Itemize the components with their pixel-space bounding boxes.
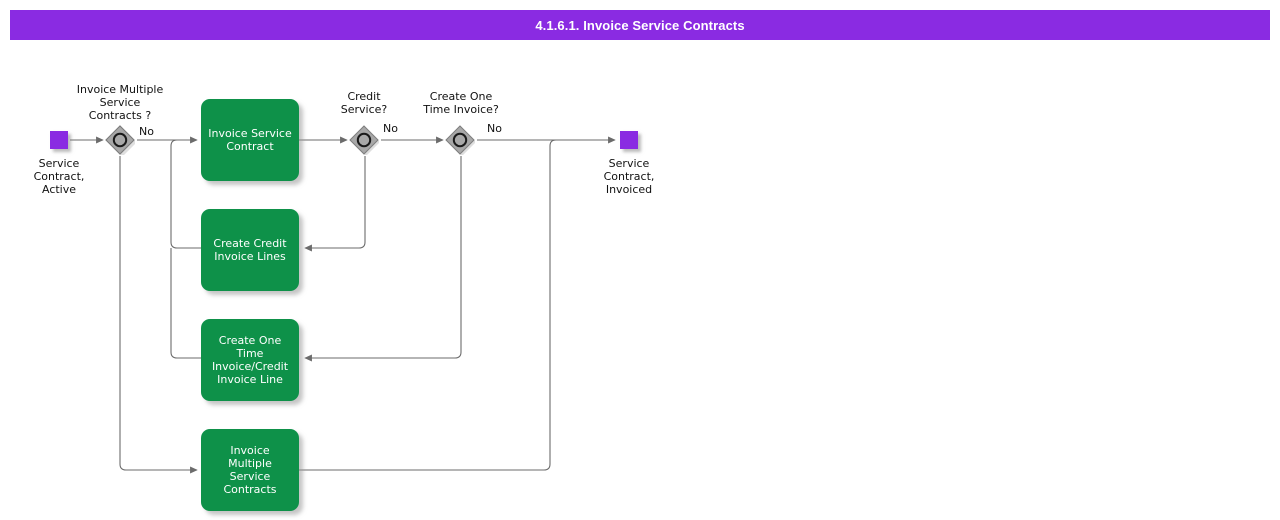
end-event-icon xyxy=(620,131,638,149)
edge-task4-to-end-rail xyxy=(299,139,557,471)
task-invoice-service-contract[interactable]: Invoice Service Contract xyxy=(201,99,299,181)
gateway-credit-service-label: Credit Service? xyxy=(340,90,388,116)
event-gateway-icon xyxy=(105,125,137,157)
gateway-credit-service[interactable] xyxy=(349,125,380,156)
edge-label-gw2-no: No xyxy=(383,122,398,135)
edge-gw1-to-task4 xyxy=(119,156,198,474)
edge-gw2-to-task2 xyxy=(304,156,366,252)
page-title: 4.1.6.1. Invoice Service Contracts xyxy=(535,17,745,33)
gateway-create-one-time-invoice[interactable] xyxy=(445,125,476,156)
start-event-label: Service Contract, Active xyxy=(33,157,85,196)
gateway-invoice-multiple-service-contracts-label: Invoice Multiple Service Contracts ? xyxy=(76,83,164,122)
event-gateway-icon xyxy=(445,125,476,156)
gateway-create-one-time-invoice-label: Create One Time Invoice? xyxy=(423,90,499,116)
task-create-one-time-invoice-credit-invoice-line-label: Create One Time Invoice/Credit Invoice L… xyxy=(211,334,289,386)
page-title-bar: 4.1.6.1. Invoice Service Contracts xyxy=(10,10,1270,40)
task-create-one-time-invoice-credit-invoice-line[interactable]: Create One Time Invoice/Credit Invoice L… xyxy=(201,319,299,401)
edge-task2-return-rail xyxy=(170,139,201,249)
task-create-credit-invoice-lines-label: Create Credit Invoice Lines xyxy=(213,237,287,263)
edge-label-gw3-no: No xyxy=(487,122,502,135)
task-invoice-service-contract-label: Invoice Service Contract xyxy=(208,127,292,153)
edge-gw3-to-task3 xyxy=(304,156,462,362)
edge-label-gw1-no: No xyxy=(139,125,154,138)
task-create-credit-invoice-lines[interactable]: Create Credit Invoice Lines xyxy=(201,209,299,291)
edge-task3-return-rail xyxy=(170,248,201,359)
start-event-icon xyxy=(50,131,68,149)
gateway-invoice-multiple-service-contracts[interactable] xyxy=(105,125,137,157)
end-event-label: Service Contract, Invoiced xyxy=(603,157,655,196)
event-gateway-icon xyxy=(349,125,380,156)
task-invoice-multiple-service-contracts[interactable]: Invoice Multiple Service Contracts xyxy=(201,429,299,511)
task-invoice-multiple-service-contracts-label: Invoice Multiple Service Contracts xyxy=(223,444,277,496)
